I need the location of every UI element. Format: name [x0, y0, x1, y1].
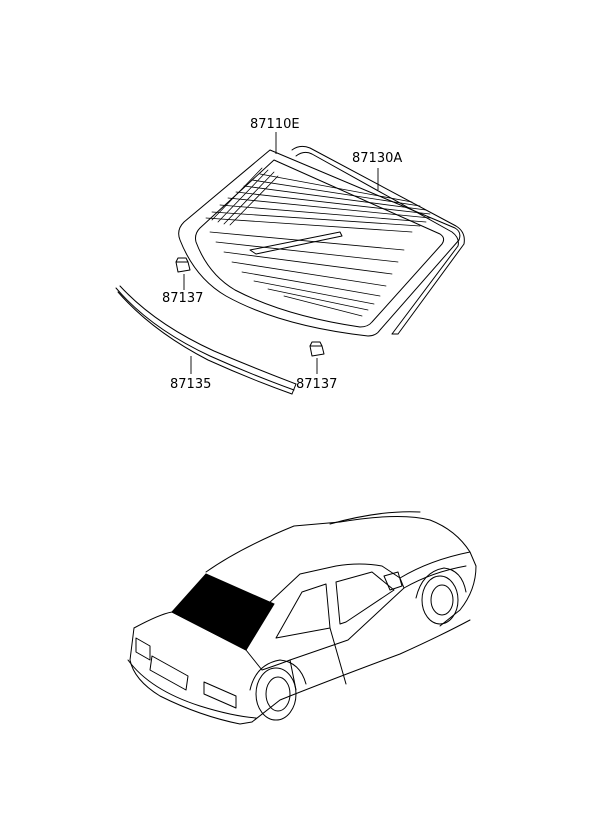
side-molding [291, 145, 465, 335]
defroster-grid [205, 173, 431, 317]
rear-glass [178, 149, 461, 337]
side-mirror [383, 571, 403, 591]
lower-molding [115, 285, 297, 395]
clip-right [309, 341, 325, 357]
label-clip-right: 87137 [296, 377, 337, 392]
license-plate [149, 655, 189, 691]
car-illustration [127, 511, 477, 725]
clip-left [175, 257, 191, 273]
front-wheel [415, 567, 467, 625]
wiper-mark [249, 231, 343, 255]
label-lower-molding: 87135 [170, 377, 211, 392]
label-side-molding: 87130A [352, 151, 402, 166]
rear-wheel [249, 659, 307, 721]
label-glass: 87110E [250, 117, 300, 132]
front-side-window [335, 571, 395, 625]
label-clip-left: 87137 [162, 291, 203, 306]
car-rear-window [171, 573, 275, 651]
ceramic-band [211, 167, 279, 226]
rear-side-window [275, 583, 331, 639]
